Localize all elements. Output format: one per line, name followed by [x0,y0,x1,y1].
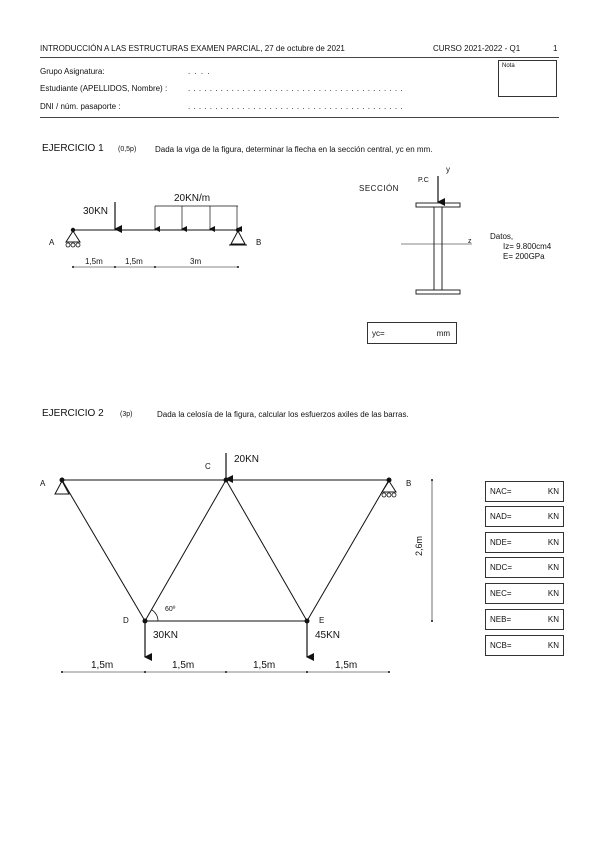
i-section [401,176,472,295]
field-dni-input[interactable]: . . . . . . . . . . . . . . . . . . . . … [188,102,404,111]
answer-nac-unit: KN [547,487,559,496]
page-number: 1 [553,44,558,53]
answer-nec-label: NEC= [490,589,512,598]
datos-iz: Iz= 9.800cm4 [503,242,552,251]
field-dni-label: DNI / núm. pasaporte : [40,102,121,111]
answer-nec-unit: KN [547,589,559,598]
header-rule [40,57,559,58]
dim-1: 1,5m [85,257,103,266]
ex2-title: EJERCICIO 2 [42,408,104,419]
answer-nde[interactable]: NDE= KN [485,532,564,553]
answer-neb-unit: KN [547,615,559,624]
node-b-label: B [406,479,412,488]
answer-nac[interactable]: NAC= KN [485,481,564,502]
truss-support-a [54,479,70,495]
answer-ncb[interactable]: NCB= KN [485,635,564,656]
answer-nec[interactable]: NEC= KN [485,583,564,604]
dim-3: 3m [190,257,202,266]
dim-2: 1,5m [125,257,143,266]
node-d-label: D [123,616,129,625]
angle-label: 60º [165,606,176,613]
angle-arc [151,609,159,622]
load-e-label: 45KN [315,630,341,641]
answer-ncb-unit: KN [547,641,559,650]
ex2-statement: Dada la celosía de la figura, calcular l… [157,410,409,419]
section-z-label: z [468,238,472,245]
truss-dim-3: 1,5m [253,660,276,671]
section-title: SECCIÓN [359,184,399,193]
truss-dim-1: 1,5m [91,660,114,671]
ex1-title: EJERCICIO 1 [42,143,104,154]
datos-title: Datos, [490,232,514,241]
point-load-label: 30KN [83,206,109,217]
field-student-label: Estudiante (APELLIDOS, Nombre) : [40,84,168,93]
ex1-dimension-line [72,266,239,268]
answer-neb[interactable]: NEB= KN [485,609,564,630]
height-label: 2,6m [414,535,424,556]
answer-nde-unit: KN [547,538,559,547]
answer-nad[interactable]: NAD= KN [485,506,564,527]
truss-dim-4: 1,5m [335,660,358,671]
ex1-statement: Dada la viga de la figura, determinar la… [155,145,433,154]
load-d-label: 30KN [153,630,179,641]
grade-box[interactable]: Nota [498,60,557,97]
truss-support-b [381,480,397,498]
field-group-input[interactable]: . . . . [188,67,211,76]
answer-nde-label: NDE= [490,538,512,547]
section-pc-label: P.C [418,177,429,184]
grade-label: Nota [502,63,515,69]
datos-e: E= 200GPa [503,252,545,261]
support-b-label: B [256,238,262,247]
load-c-label: 20KN [234,454,260,465]
ex1-points: (0,5p) [118,146,137,153]
truss-nodes [59,477,392,624]
header-bottom-rule [40,117,559,118]
course-label: CURSO 2021-2022 - Q1 [433,44,521,53]
field-student-input[interactable]: . . . . . . . . . . . . . . . . . . . . … [188,84,404,93]
exam-title: INTRODUCCIÓN A LAS ESTRUCTURAS EXAMEN PA… [40,44,345,53]
answer-ncb-label: NCB= [490,641,512,650]
answer-nad-unit: KN [547,512,559,521]
answer-neb-label: NEB= [490,615,512,624]
answer-ndc-unit: KN [547,563,559,572]
answer-nac-label: NAC= [490,487,512,496]
node-c-label: C [205,462,211,471]
node-e-label: E [319,616,325,625]
ex1-answer-unit: mm [436,329,450,338]
answer-ndc-label: NDC= [490,563,513,572]
support-a-label: A [49,238,55,247]
answer-ndc[interactable]: NDC= KN [485,557,564,578]
height-dimension [431,479,433,622]
ex1-answer-label: yc= [372,329,385,338]
distributed-load [154,205,242,232]
node-a-label: A [40,479,46,488]
truss-dim-2: 1,5m [172,660,195,671]
ex2-points: (3p) [120,411,133,418]
section-y-label: y [446,165,450,174]
ex1-answer-box[interactable]: yc= mm [367,322,457,344]
field-group-label: Grupo Asignatura: [40,67,105,76]
distributed-load-label: 20KN/m [174,193,211,204]
answer-nad-label: NAD= [490,512,512,521]
support-a [65,227,81,248]
truss-bars [61,479,390,622]
truss-dimension-line [61,671,390,673]
